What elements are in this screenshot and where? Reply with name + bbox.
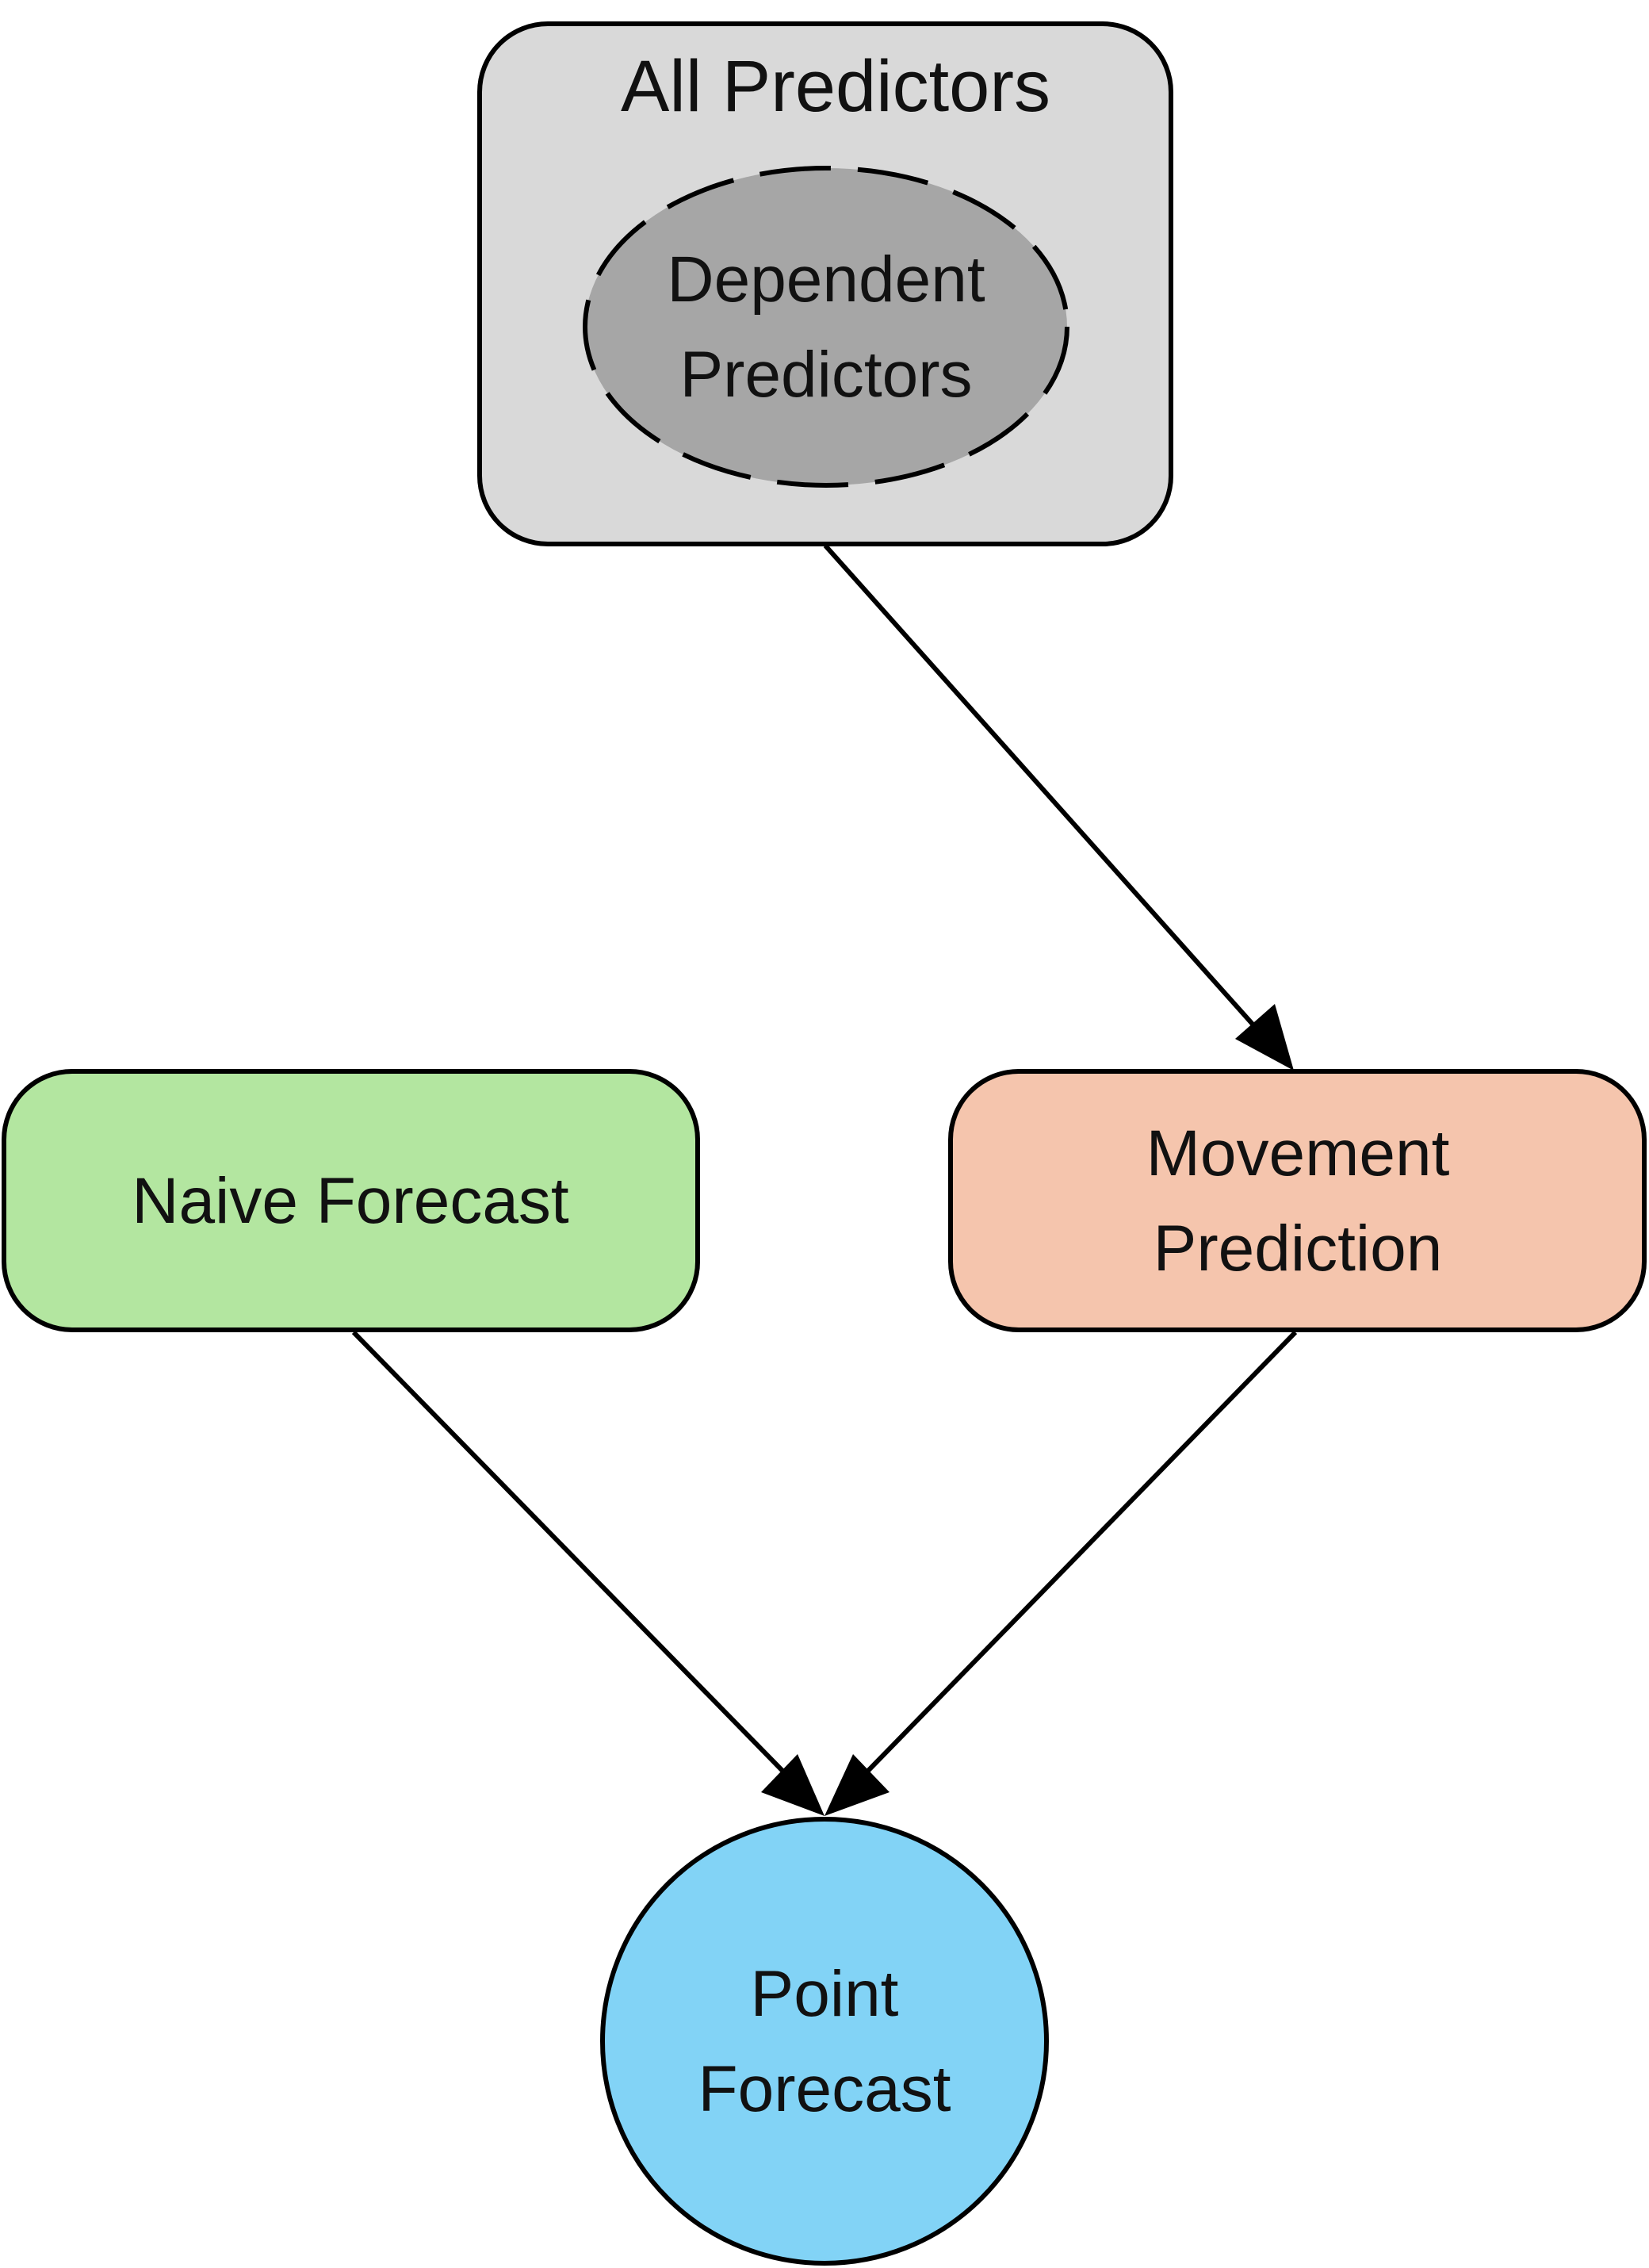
all-predictors-label: All Predictors	[621, 46, 1050, 127]
naive-forecast-node: Naive Forecast	[2, 1069, 700, 1332]
movement-prediction-label-line2: Prediction	[1154, 1213, 1443, 1285]
movement-prediction-label-line1: Movement	[1146, 1117, 1450, 1190]
point-forecast-circle	[600, 1817, 1049, 2266]
movement-prediction-node: Movement Prediction	[948, 1069, 1647, 1332]
naive-forecast-box	[2, 1069, 700, 1332]
edge-naive-forecast-to-point-forecast	[351, 1330, 787, 1776]
edges	[351, 544, 1298, 1816]
point-forecast-node: Point Forecast	[600, 1817, 1049, 2266]
movement-prediction-box	[948, 1069, 1647, 1332]
dependent-predictors-ellipse	[583, 166, 1069, 488]
all-predictors-node: All Predictors Dependent Predictors	[477, 21, 1173, 546]
dependent-predictors-label-line2: Predictors	[679, 339, 972, 411]
dependent-predictors-label-line1: Dependent	[667, 243, 985, 316]
edge-movement-prediction-to-point-forecast	[863, 1330, 1298, 1776]
dependent-predictors-node: Dependent Predictors	[583, 166, 1069, 488]
point-forecast-label-line2: Forecast	[698, 2053, 951, 2125]
arrowhead-point-forecast-left	[761, 1754, 824, 1816]
arrowhead-movement-prediction	[1235, 1004, 1294, 1071]
naive-forecast-label: Naive Forecast	[132, 1165, 569, 1237]
point-forecast-label-line1: Point	[751, 1958, 899, 2030]
edge-all-predictors-to-movement-prediction	[823, 544, 1258, 1029]
arrowhead-point-forecast-right	[824, 1754, 890, 1816]
